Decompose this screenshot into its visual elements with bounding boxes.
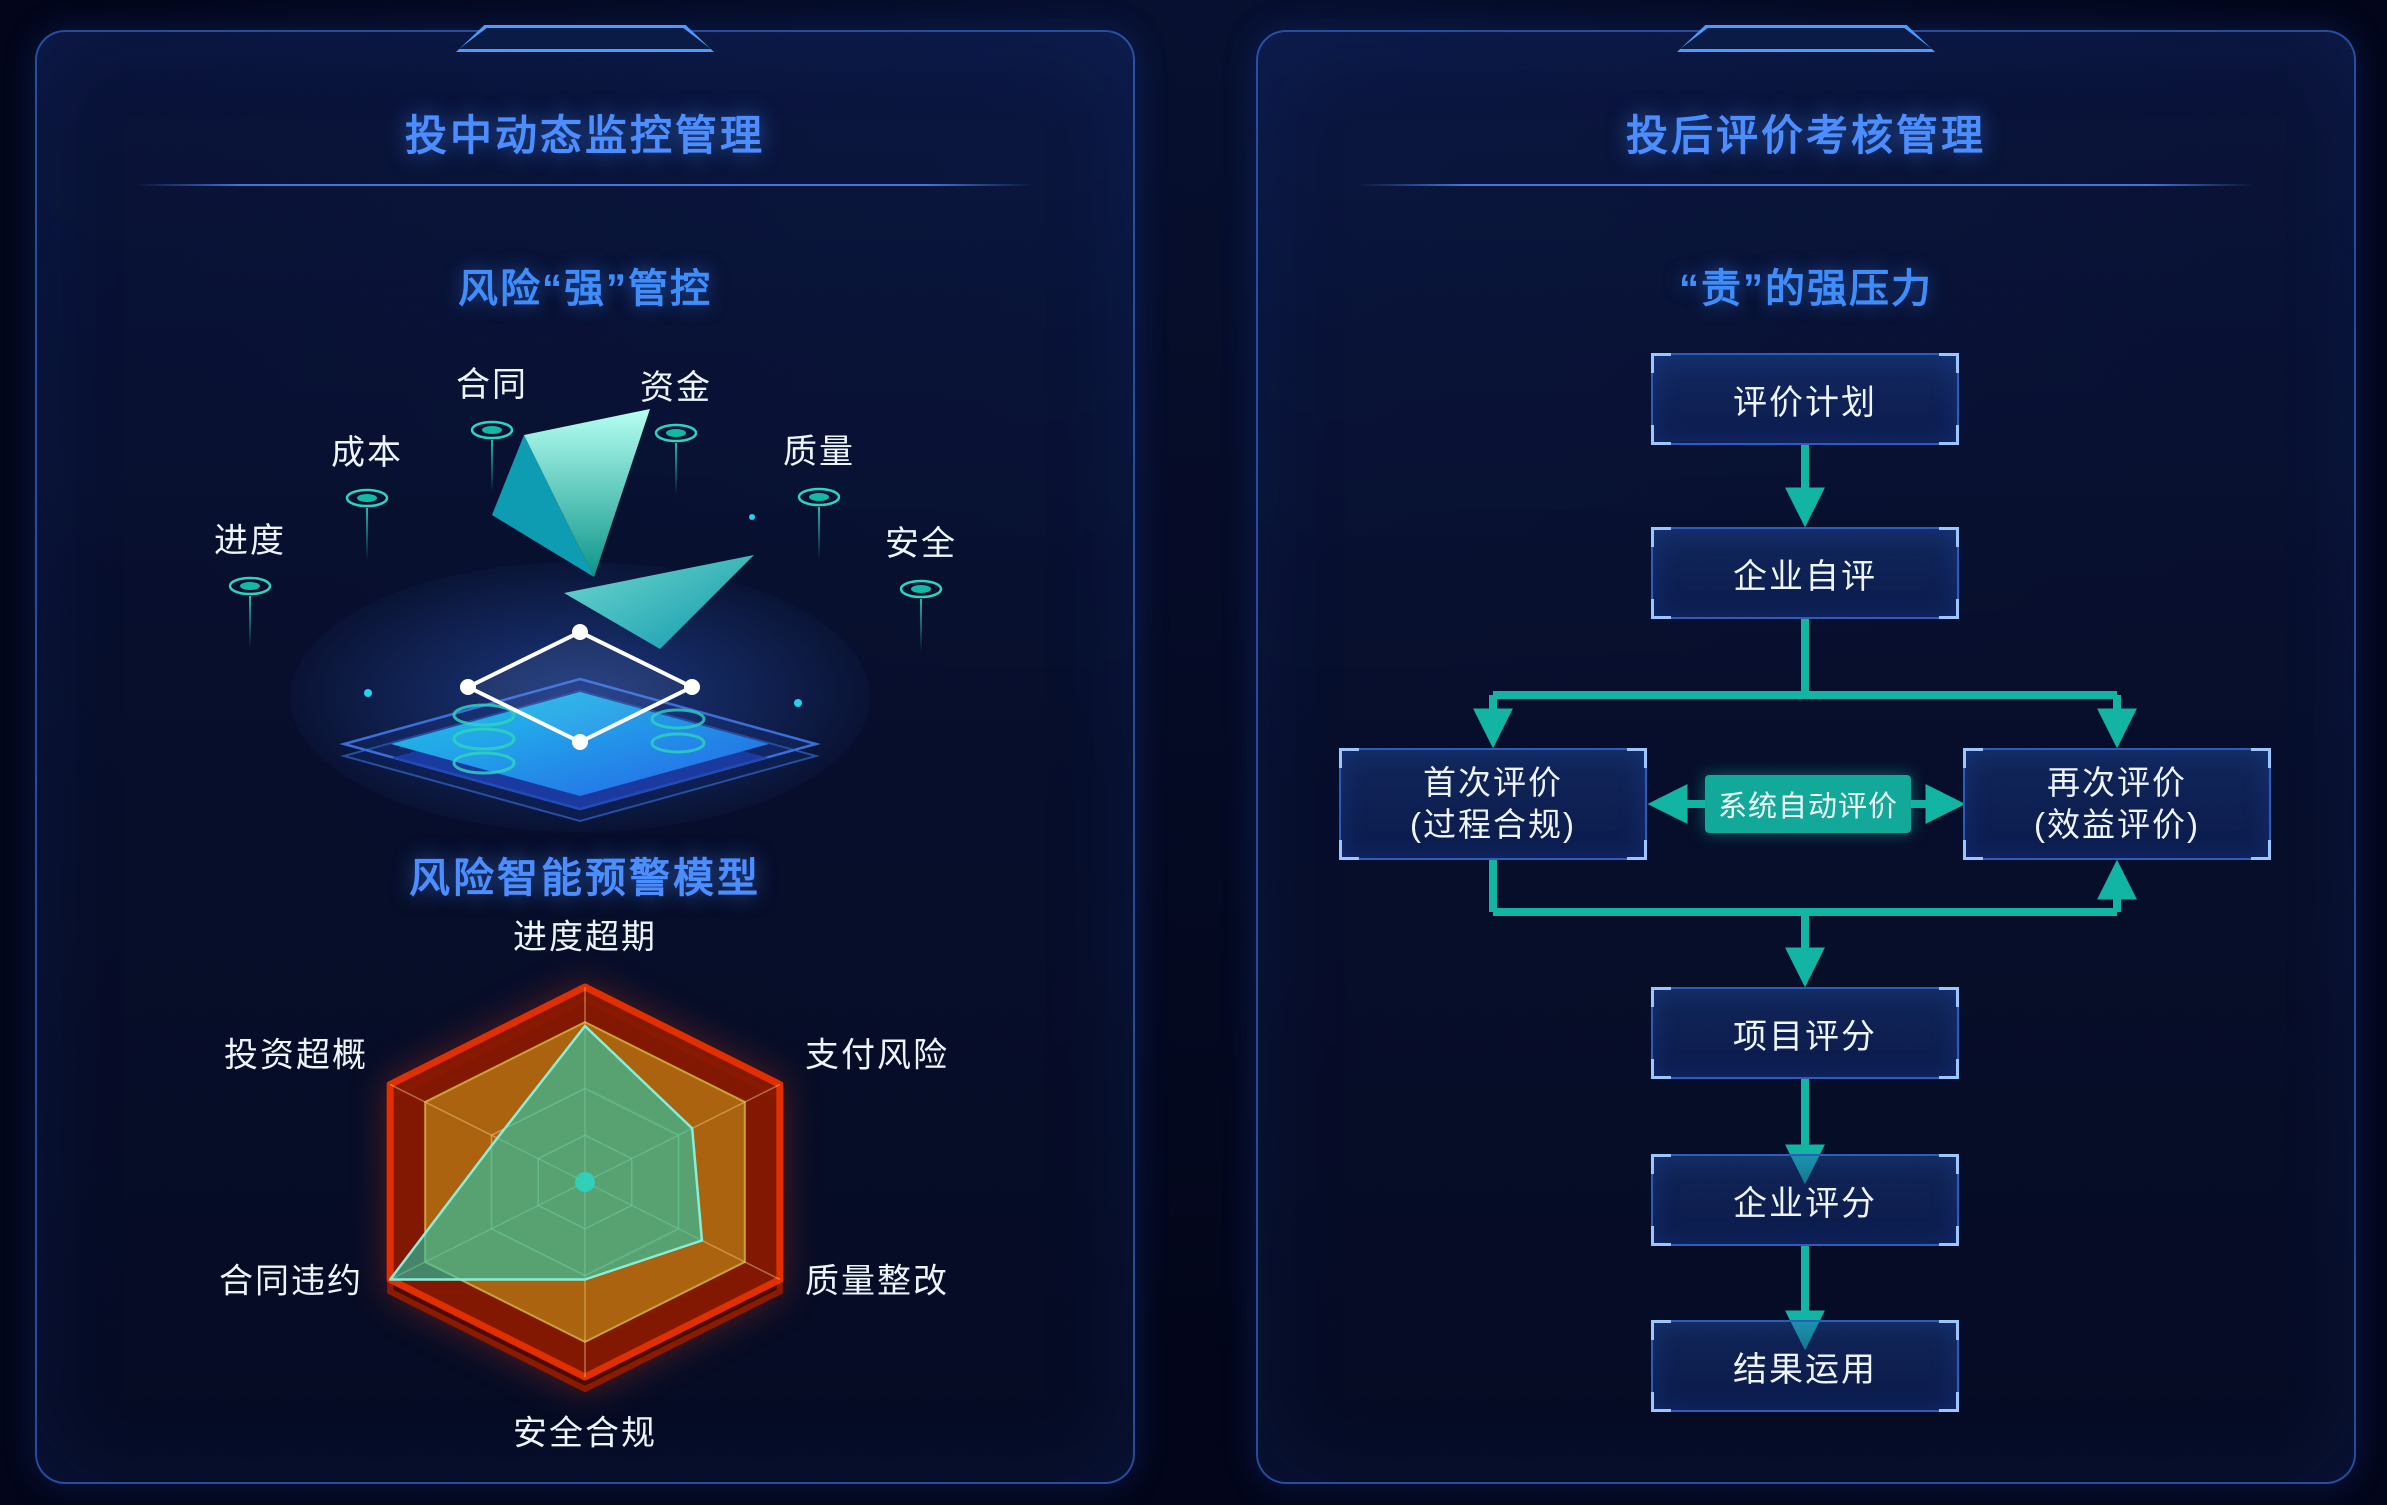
wireframe-square <box>460 624 700 750</box>
ring-stack-left <box>452 703 516 775</box>
flow-box-auto-eval: 系统自动评价 <box>1705 775 1911 833</box>
flow-box-first-eval: 首次评价 (过程合规) <box>1339 748 1647 860</box>
risk-label-text: 安全 <box>885 525 957 563</box>
ring-icon <box>899 579 943 599</box>
branch-split-line <box>1493 619 2117 699</box>
flow-box-result-use: 结果运用 <box>1651 1320 1959 1412</box>
risk-radar-chart <box>386 983 784 1393</box>
stem-line <box>491 440 493 492</box>
title-divider <box>135 184 1035 186</box>
accent-dots <box>364 514 802 707</box>
radar-model-title: 风险智能预警模型 <box>409 855 761 901</box>
radar-data-polygon <box>388 1024 704 1281</box>
radar-label-safety-compliance: 安全合规 <box>513 1414 657 1453</box>
flow-box-enterprise-score: 企业评分 <box>1651 1154 1959 1246</box>
panel-post-evaluation: 投后评价考核管理 “责”的强压力 <box>1256 25 2356 1484</box>
stem-line <box>249 596 251 648</box>
ring-icon <box>654 423 698 443</box>
radar-label-progress-overdue: 进度超期 <box>513 918 657 957</box>
ring-icon <box>797 487 841 507</box>
responsibility-subtitle: “责”的强压力 <box>1679 267 1933 311</box>
stem-line <box>675 443 677 495</box>
stem-line <box>818 507 820 559</box>
ring-icon <box>228 576 272 596</box>
right-panel-title: 投后评价考核管理 <box>1625 112 1986 159</box>
flow-box-label-line1: 再次评价 <box>2047 763 2187 801</box>
radar-label-contract-breach: 合同违约 <box>219 1262 363 1301</box>
ring-icon <box>470 420 514 440</box>
stem-line <box>366 508 368 560</box>
risk-label-contract: 合同 <box>412 357 572 492</box>
flow-box-label: 项目评分 <box>1733 1017 1877 1056</box>
risk-label-text: 合同 <box>456 366 528 404</box>
flow-box-label-line2: (过程合规) <box>1410 806 1576 843</box>
risk-label-text: 成本 <box>331 434 403 472</box>
risk-label-progress: 进度 <box>170 513 330 648</box>
flow-box-eval-plan: 评价计划 <box>1651 353 1959 445</box>
flow-box-label-line2: (效益评价) <box>2034 806 2200 843</box>
risk-3d-illustration <box>290 409 870 832</box>
title-divider <box>1356 184 2256 186</box>
flow-connectors <box>1473 445 2137 1351</box>
risk-label-text: 质量 <box>783 433 855 471</box>
flow-box-self-eval: 企业自评 <box>1651 527 1959 619</box>
flow-box-label: 企业自评 <box>1733 557 1877 596</box>
risk-label-quality: 质量 <box>739 424 899 559</box>
floating-shards <box>492 409 754 649</box>
stem-line <box>920 599 922 651</box>
risk-label-text: 进度 <box>214 522 286 560</box>
radar-label-quality-rectify: 质量整改 <box>805 1262 949 1301</box>
flow-box-project-score: 项目评分 <box>1651 987 1959 1079</box>
risk-label-cost: 成本 <box>287 425 447 560</box>
radar-center-dot <box>575 1172 595 1192</box>
ring-stack-right <box>650 708 706 754</box>
risk-label-safety: 安全 <box>841 516 1001 651</box>
flow-box-label: 结果运用 <box>1733 1350 1877 1389</box>
risk-label-text: 资金 <box>640 369 712 407</box>
flow-box-label: 系统自动评价 <box>1717 791 1898 823</box>
panel-investment-monitoring: 投中动态监控管理 风险“强”管控 <box>35 25 1135 1484</box>
flow-box-label-line1: 首次评价 <box>1423 763 1563 801</box>
radar-label-payment-risk: 支付风险 <box>805 1036 949 1075</box>
risk-control-subtitle: 风险“强”管控 <box>458 267 712 311</box>
branch-merge-line <box>1489 860 2117 916</box>
ring-icon <box>345 488 389 508</box>
flow-box-label: 评价计划 <box>1733 383 1877 422</box>
panel-top-notch-inner <box>1680 28 1932 49</box>
flow-box-second-eval: 再次评价 (效益评价) <box>1963 748 2271 860</box>
panel-top-notch <box>1677 25 1935 52</box>
radar-label-investment-overrun: 投资超概 <box>224 1036 368 1075</box>
flow-box-label: 企业评分 <box>1733 1184 1877 1223</box>
panel-top-notch <box>456 25 714 52</box>
left-panel-title: 投中动态监控管理 <box>404 112 765 159</box>
panel-top-notch-inner <box>459 28 711 49</box>
risk-label-funds: 资金 <box>596 360 756 495</box>
